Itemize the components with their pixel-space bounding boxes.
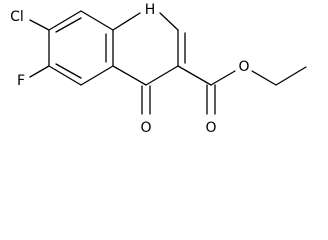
bond — [210, 70, 236, 86]
atom-label-o-ester-ether: O — [238, 59, 249, 75]
bond — [159, 12, 179, 31]
bond — [177, 65, 212, 86]
atom-label-f: F — [17, 73, 25, 89]
benzene-ring — [48, 10, 114, 86]
atom-label-cl: Cl — [10, 9, 24, 25]
ester-group — [177, 65, 307, 115]
bond — [48, 10, 82, 31]
double-bond-inner — [55, 63, 82, 79]
bond — [112, 12, 141, 31]
bond — [80, 65, 114, 86]
molecule-structure: Cl F H O O O — [10, 2, 307, 136]
atom-label-nh-h: H — [145, 2, 156, 18]
atom-label-o-ester-carbonyl: O — [205, 120, 216, 136]
bond — [48, 65, 82, 86]
bond — [251, 70, 277, 86]
bond-f — [29, 65, 50, 78]
pyridone-ring — [112, 12, 186, 86]
bond — [145, 65, 179, 86]
keto-group — [141, 85, 151, 115]
double-bond-inner — [55, 17, 82, 33]
bond — [275, 66, 307, 86]
atom-label-o-keto: O — [140, 120, 151, 136]
bond — [112, 65, 147, 86]
bond-cl — [29, 19, 50, 31]
bond — [80, 10, 114, 31]
